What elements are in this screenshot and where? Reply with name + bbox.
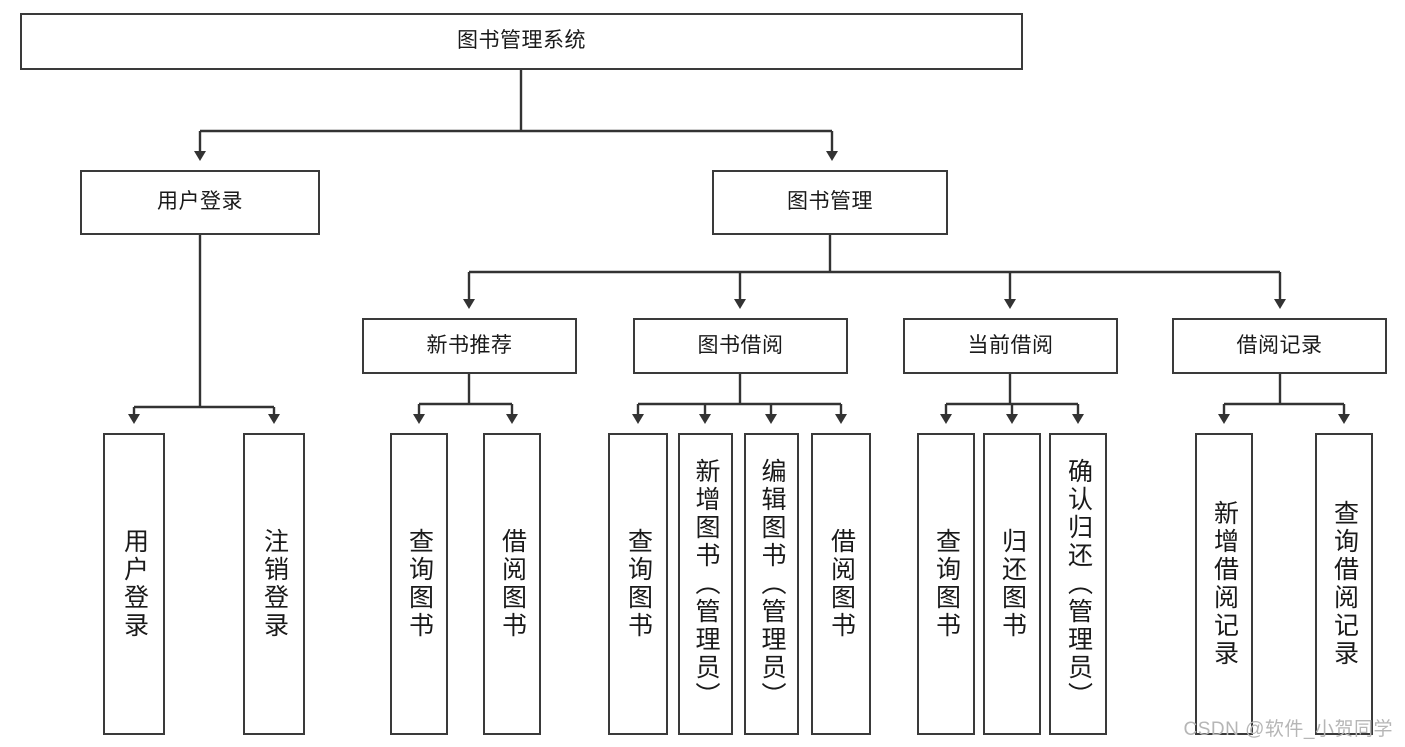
node-user-login[interactable]: 用户登录	[80, 170, 320, 235]
node-current-borrow[interactable]: 当前借阅	[903, 318, 1118, 374]
node-root-label: 图书管理系统	[457, 29, 586, 53]
node-leaf-user-login-label: 用户登录	[120, 528, 149, 640]
node-leaf-borrow-book-2[interactable]: 借阅图书	[811, 433, 871, 735]
node-leaf-return-book[interactable]: 归还图书	[983, 433, 1041, 735]
node-borrow-record[interactable]: 借阅记录	[1172, 318, 1387, 374]
node-leaf-query-book-3-label: 查询图书	[932, 528, 961, 640]
node-root[interactable]: 图书管理系统	[20, 13, 1023, 70]
node-leaf-confirm-return-label: 确认归还（管理员）	[1064, 458, 1093, 710]
node-leaf-add-record[interactable]: 新增借阅记录	[1195, 433, 1253, 735]
node-current-borrow-label: 当前借阅	[967, 333, 1054, 357]
node-leaf-add-record-label: 新增借阅记录	[1210, 500, 1239, 668]
node-book-manage-label: 图书管理	[787, 190, 873, 214]
node-new-book-rec-label: 新书推荐	[426, 333, 513, 357]
node-user-login-label: 用户登录	[157, 190, 243, 214]
node-leaf-query-book-1[interactable]: 查询图书	[390, 433, 448, 735]
node-leaf-logout[interactable]: 注销登录	[243, 433, 305, 735]
node-book-borrow-label: 图书借阅	[697, 333, 784, 357]
node-new-book-rec[interactable]: 新书推荐	[362, 318, 577, 374]
node-leaf-query-record[interactable]: 查询借阅记录	[1315, 433, 1373, 735]
node-leaf-edit-book[interactable]: 编辑图书（管理员）	[744, 433, 799, 735]
node-leaf-edit-book-label: 编辑图书（管理员）	[758, 458, 786, 710]
node-book-borrow[interactable]: 图书借阅	[633, 318, 848, 374]
node-leaf-logout-label: 注销登录	[260, 528, 289, 640]
node-leaf-query-book-3[interactable]: 查询图书	[917, 433, 975, 735]
node-leaf-confirm-return[interactable]: 确认归还（管理员）	[1049, 433, 1107, 735]
watermark: CSDN @软件_小贺同学	[1183, 719, 1393, 740]
node-leaf-borrow-book-2-label: 借阅图书	[827, 528, 856, 640]
node-leaf-add-book[interactable]: 新增图书（管理员）	[678, 433, 733, 735]
node-leaf-query-book-2[interactable]: 查询图书	[608, 433, 668, 735]
node-leaf-borrow-book-1-label: 借阅图书	[498, 528, 527, 640]
node-book-manage[interactable]: 图书管理	[712, 170, 948, 235]
node-leaf-query-book-1-label: 查询图书	[405, 528, 434, 640]
node-leaf-return-book-label: 归还图书	[998, 528, 1027, 640]
node-leaf-query-book-2-label: 查询图书	[624, 528, 653, 640]
node-leaf-borrow-book-1[interactable]: 借阅图书	[483, 433, 541, 735]
node-leaf-add-book-label: 新增图书（管理员）	[692, 458, 720, 710]
node-leaf-user-login[interactable]: 用户登录	[103, 433, 165, 735]
node-leaf-query-record-label: 查询借阅记录	[1330, 500, 1359, 668]
node-borrow-record-label: 借阅记录	[1236, 333, 1323, 357]
